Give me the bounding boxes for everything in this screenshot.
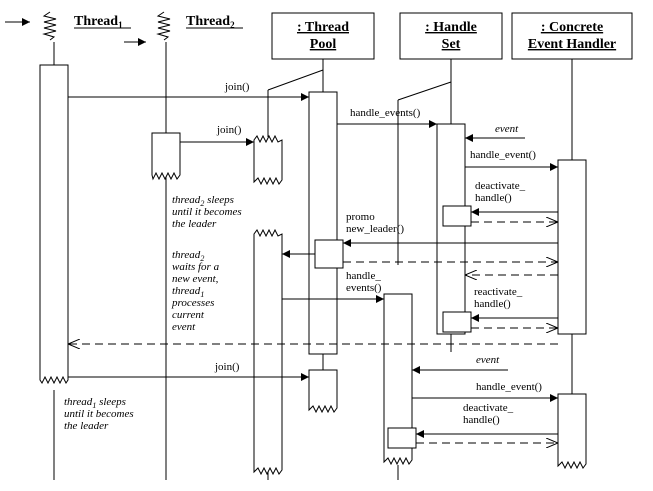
note-t2w-sub2: 1 <box>200 290 204 299</box>
svg-text:thread2: thread2 <box>172 249 204 263</box>
messages: join() join() handle_events() event hand… <box>68 81 558 443</box>
note-t2w-l3: new event, <box>172 273 219 285</box>
note-t2w-l2: waits for a <box>172 261 220 273</box>
lifeline-slant-handleset <box>397 81 452 101</box>
participant-thread-pool: : Thread Pool <box>271 12 375 60</box>
msg-handle-event2-label: handle_event() <box>476 381 542 393</box>
msg-handle-events1-label: handle_events() <box>350 107 421 119</box>
note-t1s-l3: the leader <box>64 420 109 432</box>
thread2-name: Thread <box>186 14 230 29</box>
note-t1s-l2: until it becomes <box>64 408 134 420</box>
msg-join3-label: join() <box>214 361 240 373</box>
note-t2w-word: thread <box>172 249 201 261</box>
handle-set-line2: Set <box>442 37 461 52</box>
activation-thread-pool-2 <box>308 369 338 414</box>
activations <box>39 64 587 476</box>
note-t2s-rest: sleeps <box>204 194 234 206</box>
msg-promote-label-b: new_leader() <box>346 223 404 235</box>
note-t2w-l6: current <box>172 309 205 321</box>
note-t2w-sub: 2 <box>200 254 204 263</box>
concrete-handler-line1: : Concrete <box>541 20 603 35</box>
msg-event2-label: event <box>476 354 500 366</box>
thread1-sub: 1 <box>118 20 123 30</box>
activation-concrete-handler-1 <box>557 159 587 335</box>
msg-reactivate-label-b: handle() <box>474 298 511 310</box>
msg-handle-events2-label-a: handle_ <box>346 270 381 282</box>
handle-set-line1: : Handle <box>425 20 477 35</box>
activation-thread2-c <box>253 228 283 476</box>
activation-handle-set-self1 <box>442 205 472 227</box>
lifelines <box>53 42 573 480</box>
msg-deactivate1-label-b: handle() <box>475 192 512 204</box>
lifeline-slant-pool <box>267 69 324 91</box>
msg-reactivate-label-a: reactivate_ <box>474 286 523 298</box>
participant-concrete-event-handler: : Concrete Event Handler <box>511 12 633 60</box>
participant-handle-set: : Handle Set <box>399 12 503 60</box>
msg-handle-event1-label: handle_event() <box>470 149 536 161</box>
activation-handle-set-2 <box>383 293 413 466</box>
activation-handle-set-2-self <box>387 427 417 449</box>
msg-join1-label: join() <box>224 81 250 93</box>
msg-promote-label-a: promo <box>346 211 375 223</box>
svg-text:thread2 sleeps: thread2 sleeps <box>172 194 234 208</box>
thread-pool-line2: Pool <box>310 37 337 52</box>
note-t2s-l3: the leader <box>172 218 217 230</box>
activation-thread2-b <box>253 134 283 186</box>
thread2-sub: 2 <box>230 20 235 30</box>
activation-promote-box <box>314 239 344 269</box>
msg-join2-label: join() <box>216 124 242 136</box>
activation-handle-set-self2 <box>442 311 472 333</box>
note-thread1-sleeps: thread1 sleeps until it becomes the lead… <box>64 396 134 432</box>
participant-thread2: Thread2 <box>124 11 243 46</box>
activation-concrete-handler-2 <box>557 393 587 470</box>
msg-deactivate1-label-a: deactivate_ <box>475 180 526 192</box>
svg-text:thread1 sleeps: thread1 sleeps <box>64 396 126 410</box>
msg-deactivate2-label-b: handle() <box>463 414 500 426</box>
note-t2s-l2: until it becomes <box>172 206 242 218</box>
svg-text:thread1: thread1 <box>172 285 204 299</box>
participant-thread1: Thread1 <box>5 11 131 41</box>
squiggle-icon <box>156 11 171 41</box>
note-t1s-sub: 1 <box>92 401 96 410</box>
activation-thread-pool <box>308 91 338 355</box>
note-t2w-l7: event <box>172 321 196 333</box>
note-t2w-l5: processes <box>171 297 214 309</box>
msg-handle-events2-label-b: events() <box>346 282 382 294</box>
msg-deactivate2-label-a: deactivate_ <box>463 402 514 414</box>
thread1-name: Thread <box>74 14 118 29</box>
note-t2s-sub: 2 <box>200 199 204 208</box>
note-t2s-word: thread <box>172 194 201 206</box>
squiggle-icon <box>42 11 57 41</box>
msg-event1-label: event <box>495 123 519 135</box>
note-t1s-rest: sleeps <box>96 396 126 408</box>
note-t2w-word2: thread <box>172 285 201 297</box>
svg-text:Thread2: Thread2 <box>186 14 235 30</box>
svg-text:Thread1: Thread1 <box>74 14 123 30</box>
activation-handle-set <box>436 123 466 335</box>
thread-pool-line1: : Thread <box>297 20 349 35</box>
note-t1s-word: thread <box>64 396 93 408</box>
activation-thread1 <box>39 64 69 385</box>
concrete-handler-line2: Event Handler <box>528 37 616 52</box>
note-thread2-sleeps: thread2 sleeps until it becomes the lead… <box>172 194 242 230</box>
note-thread2-waits: thread2 waits for a new event, thread1 p… <box>171 249 220 333</box>
activation-thread2-a <box>151 132 181 181</box>
